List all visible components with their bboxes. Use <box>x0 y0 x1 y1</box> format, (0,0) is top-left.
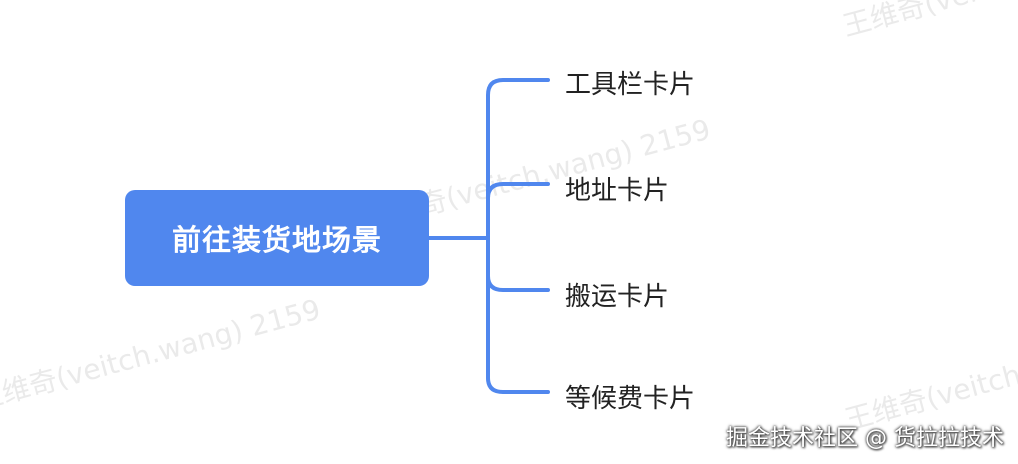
connector-branch-2 <box>486 236 550 292</box>
mindmap-root-label: 前往装货地场景 <box>171 223 382 257</box>
mindmap-child-address-card[interactable]: 地址卡片 <box>565 176 670 206</box>
mindmap-root-node[interactable]: 前往装货地场景 <box>125 190 429 286</box>
footer-credit: 掘金技术社区 @ 货拉拉技术 <box>726 426 1004 451</box>
mindmap-child-moving-card[interactable]: 搬运卡片 <box>565 282 670 312</box>
connector-branch-3 <box>486 236 550 394</box>
mindmap-child-toolbar-card[interactable]: 工具栏卡片 <box>565 70 696 100</box>
mindmap-child-waiting-fee-card[interactable]: 等候费卡片 <box>565 384 696 414</box>
connector-branch-1 <box>486 182 550 240</box>
connector-branch-0 <box>486 78 550 240</box>
